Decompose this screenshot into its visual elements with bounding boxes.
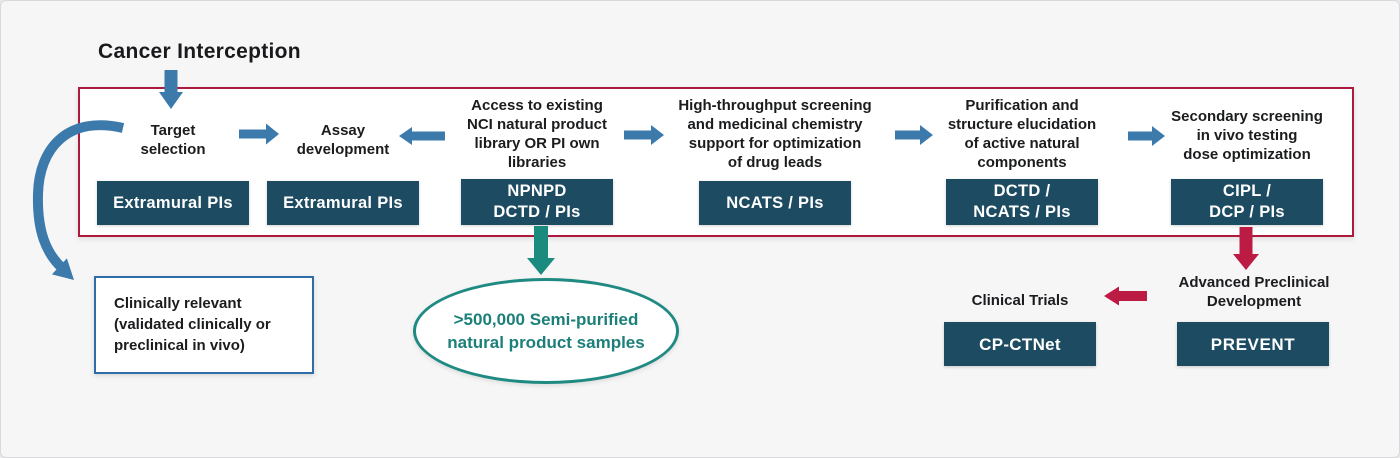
samples-text: >500,000 Semi-purified natural product s… xyxy=(447,310,645,352)
diagram-title: Cancer Interception xyxy=(98,40,301,63)
prevent-badge: PREVENT xyxy=(1177,322,1329,366)
step-label-target-selection: Target selection xyxy=(140,122,206,158)
org-badge-ncats: NCATS / PIs xyxy=(699,181,851,225)
step-label-secondary-screening: Secondary screening in vivo testing dose… xyxy=(1171,108,1323,163)
arrow-prevent-to-clinical-trials xyxy=(1104,286,1147,306)
step-label-assay-development: Assay development xyxy=(296,122,390,158)
samples-ellipse: >500,000 Semi-purified natural product s… xyxy=(413,278,679,384)
step-label-purification: Purification and structure elucidation o… xyxy=(947,97,1097,171)
org-badge-cipl-dcp: CIPL / DCP / PIs xyxy=(1171,179,1323,225)
step-label-hts-med-chem: High-throughput screening and medicinal … xyxy=(678,97,872,171)
clinically-relevant-box: Clinically relevant (validated clinicall… xyxy=(94,276,314,374)
advanced-preclinical-label: Advanced Preclinical Development xyxy=(1178,274,1330,310)
org-badge-extramural-pis-2: Extramural PIs xyxy=(267,181,419,225)
arrow-target-to-clinically-relevant-head xyxy=(51,258,74,280)
step-label-nci-library: Access to existing NCI natural product l… xyxy=(466,97,607,171)
org-badge-extramural-pis-1: Extramural PIs xyxy=(97,181,249,225)
cp-ctnet-badge: CP-CTNet xyxy=(944,322,1096,366)
org-badge-npnpd-dctd: NPNPD DCTD / PIs xyxy=(461,179,613,225)
clinical-trials-label: Clinical Trials xyxy=(971,292,1069,309)
org-badge-dctd-ncats: DCTD / NCATS / PIs xyxy=(946,179,1098,225)
clinically-relevant-text: Clinically relevant (validated clinicall… xyxy=(114,295,271,354)
